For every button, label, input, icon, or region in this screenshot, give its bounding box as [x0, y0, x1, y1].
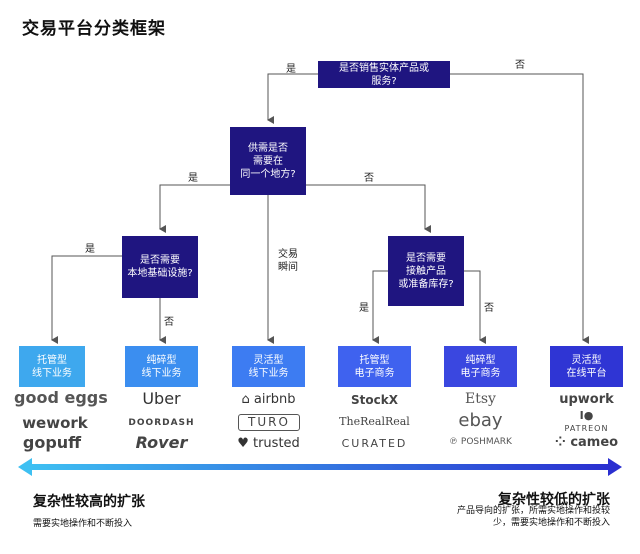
logo-airbnb: ⌂ airbnb [232, 392, 305, 407]
logo-cameo: ⁘ cameo [548, 435, 625, 450]
logo-therealreal: TheRealReal [339, 415, 410, 428]
poshmark-icon: ℗ [449, 437, 459, 447]
cameo-icon: ⁘ [554, 435, 566, 450]
logo-ebay: ebay [458, 410, 503, 431]
logo-turo: TURO [238, 414, 300, 431]
footer-left-title: 复杂性较高的扩张 [33, 494, 145, 510]
patreon-icon: I● [579, 409, 594, 422]
complexity-arrow-left [18, 458, 32, 476]
cameo-wordmark: cameo [570, 435, 619, 450]
edge-label-d4-yes: 是 [359, 303, 369, 314]
logo-trusted: ♥ trusted [232, 436, 305, 451]
decision-local-infrastructure: 是否需要 本地基础设施? [122, 236, 198, 298]
logo-patreon: PATREON [564, 424, 609, 433]
edge-d2-no [306, 184, 431, 233]
airbnb-wordmark: airbnb [253, 392, 296, 407]
decision-same-place: 供需是否 需要在 同一个地方? [230, 127, 306, 195]
category-pure-offline: 纯碎型 线下业务 [125, 346, 198, 387]
edge-label-d2-yes: 是 [188, 173, 198, 184]
edge-d1-no [450, 73, 589, 344]
edge-d4-no [464, 270, 486, 344]
footer-right-title: 复杂性较低的扩张 [498, 492, 610, 508]
edge-d4-yes [372, 270, 388, 344]
trusted-icon: ♥ [237, 436, 249, 451]
trusted-wordmark: trusted [252, 436, 300, 451]
logo-wework: wework [22, 414, 88, 432]
edge-label-d2-no: 否 [364, 173, 374, 184]
edge-label-d4-no: 否 [484, 303, 494, 314]
complexity-bar [28, 464, 610, 470]
category-managed-offline: 托管型 线下业务 [19, 346, 85, 387]
footer-right-subtitle: 产品导向的扩张，所需实地操作和投较 少，需要实地操作和不断投入 [456, 506, 610, 528]
edge-d3-yes [51, 255, 122, 344]
category-flexible-offline: 灵活型 线下业务 [232, 346, 305, 387]
poshmark-wordmark: POSHMARK [460, 437, 512, 447]
decision-inventory: 是否需要 接触产品 或准备库存? [388, 236, 464, 306]
category-pure-ecommerce: 纯碎型 电子商务 [444, 346, 517, 387]
edge-d1-yes [267, 73, 318, 124]
logo-upwork: upwork [559, 392, 614, 407]
edge-d2-yes [159, 184, 230, 233]
edge-label-d3-yes: 是 [85, 244, 95, 255]
edge-label-d1-yes: 是 [286, 64, 296, 75]
edge-label-d1-no: 否 [515, 60, 525, 71]
edge-label-d2-instant: 交易 瞬间 [278, 249, 298, 273]
footer-left-subtitle: 需要实地操作和不断投入 [33, 519, 133, 529]
decision-physical-goods: 是否销售实体产品或 服务? [318, 61, 450, 88]
page-title: 交易平台分类框架 [22, 19, 166, 39]
logo-curated: CURATED [341, 437, 408, 450]
logo-uber: Uber [142, 389, 181, 408]
logo-gopuff: gopuff [22, 433, 82, 452]
logo-doordash: DOORDASH [128, 418, 195, 428]
category-managed-ecommerce: 托管型 电子商务 [338, 346, 411, 387]
logo-rover: Rover [135, 433, 188, 452]
complexity-arrow-right [608, 458, 622, 476]
edge-label-d3-no: 否 [164, 317, 174, 328]
logo-poshmark: ℗ POSHMARK [444, 437, 517, 447]
logo-good-eggs: good eggs [14, 388, 108, 407]
logo-etsy: Etsy [465, 391, 496, 407]
airbnb-icon: ⌂ [241, 392, 250, 407]
logo-stockx: StockX [351, 393, 398, 407]
category-flexible-online: 灵活型 在线平台 [550, 346, 623, 387]
